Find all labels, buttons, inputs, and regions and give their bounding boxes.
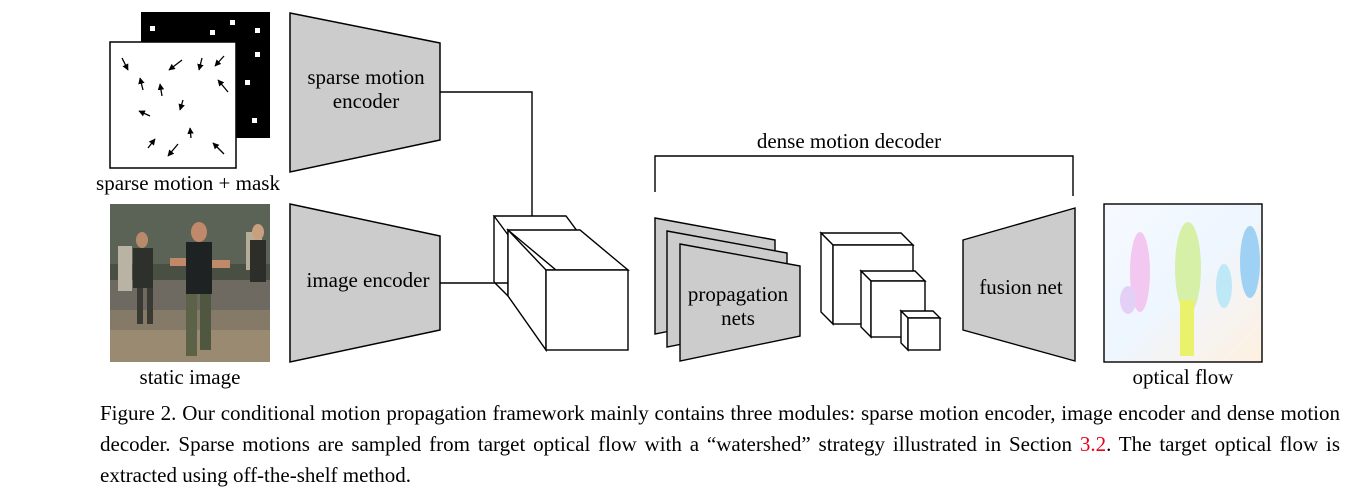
optical-flow-label: optical flow (1133, 365, 1235, 389)
figure-caption: Figure 2. Our conditional motion propaga… (100, 398, 1340, 491)
sparse-encoder-label-line1: sparse motion (307, 65, 425, 89)
caption-text-part2: . The target optical flow is extracted u… (100, 432, 1340, 487)
propagation-label-line1: propagation (688, 282, 789, 306)
motion-arrow (197, 57, 204, 71)
image-encoder-label: image encoder (306, 268, 429, 292)
sparse-motion-encoder: sparse motion encoder (289, 12, 441, 173)
motion-arrow (147, 138, 156, 149)
dense-decoder-label: dense motion decoder (757, 129, 941, 153)
propagation-nets (654, 217, 801, 362)
fusion-net-label: fusion net (979, 275, 1063, 299)
sparse-to-fusion-arrow (440, 91, 537, 227)
framework-diagram: sparse motion + mask static image sparse… (96, 12, 1263, 389)
propagation-label-line2: nets (721, 306, 755, 330)
sparse-motion-image (109, 41, 237, 169)
motion-arrow (138, 77, 145, 91)
feature-cube (492, 215, 630, 353)
dense-motion-decoder-bracket: dense motion decoder (654, 129, 1074, 196)
motion-arrow (167, 143, 179, 157)
motion-arrow (214, 55, 225, 67)
motion-arrow (121, 57, 129, 71)
optical-flow-image (1103, 203, 1263, 363)
motion-arrow (187, 127, 194, 139)
caption-text-part1: Figure 2. Our conditional motion propaga… (100, 401, 1340, 456)
sparse-encoder-label-line2: encoder (333, 89, 399, 113)
static-image (110, 204, 270, 362)
motion-arrow (212, 142, 225, 155)
motion-arrow (157, 83, 165, 97)
fusion-net: fusion net (962, 207, 1076, 362)
multiscale-cube-small (899, 309, 942, 352)
sparse-input-label: sparse motion + mask (96, 171, 280, 195)
motion-arrow (138, 110, 151, 117)
motion-arrow (178, 99, 185, 111)
motion-arrow (217, 79, 229, 93)
static-image-label: static image (140, 365, 241, 389)
motion-arrow (168, 59, 183, 71)
section-reference-link[interactable]: 3.2 (1079, 432, 1107, 456)
image-encoder: image encoder (289, 203, 441, 363)
